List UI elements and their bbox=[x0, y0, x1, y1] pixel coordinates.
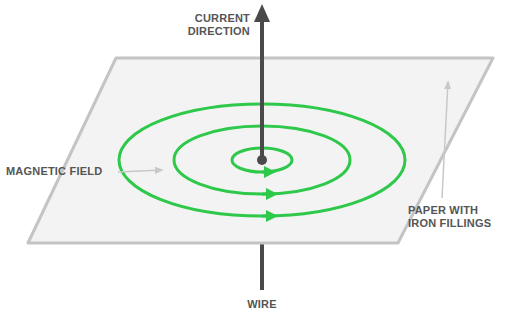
wire-cross-section bbox=[257, 155, 267, 165]
wire-lower bbox=[260, 244, 264, 290]
wire-upper bbox=[260, 20, 264, 160]
wire-label: WIRE bbox=[222, 298, 302, 311]
field-label: MAGNETIC FIELD bbox=[6, 165, 116, 178]
current-label: CURRENT DIRECTION bbox=[160, 12, 250, 38]
leader-line bbox=[442, 82, 448, 198]
paper-label: PAPER WITH IRON FILLINGS bbox=[408, 204, 503, 230]
leader-line bbox=[118, 170, 162, 172]
current-arrowhead bbox=[254, 4, 270, 22]
